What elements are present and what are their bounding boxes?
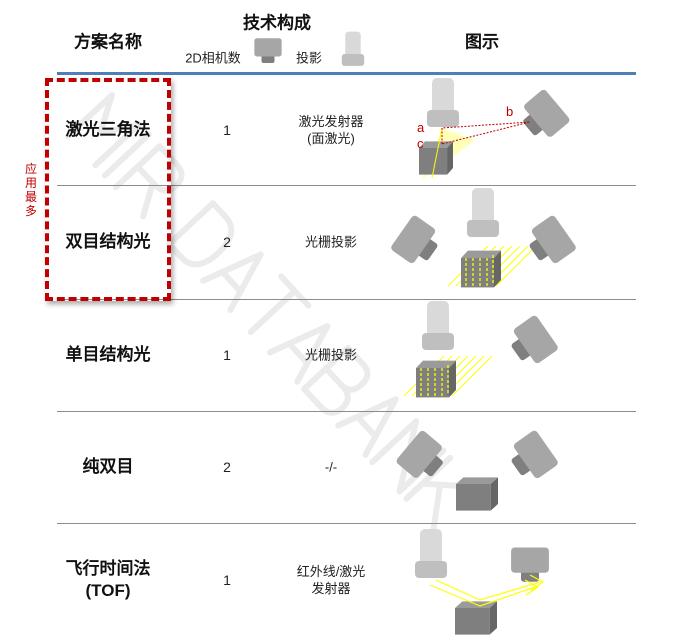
projector-icon: [427, 78, 459, 127]
label-b: b: [506, 104, 513, 119]
watermark-glyph: [301, 345, 371, 416]
camera-icon: [511, 547, 549, 582]
camera-icon-header: [254, 38, 282, 63]
watermark-glyph: [101, 131, 152, 179]
row-camera-count: 2: [223, 234, 231, 250]
camera-icon: [522, 214, 578, 271]
most-used-annotation: 应用最多: [24, 162, 37, 218]
row-name: 纯双目: [82, 457, 134, 476]
row-divider: [57, 299, 636, 300]
watermark-glyph: [335, 396, 399, 458]
row-projection: 激光发射器 (面激光): [298, 114, 364, 146]
diagram-monocular-structured-light: [403, 301, 560, 398]
watermark-glyph: [65, 92, 143, 169]
watermark-glyph: [247, 273, 312, 335]
row-camera-count: 2: [223, 459, 231, 475]
watermark-glyph: [266, 323, 331, 385]
row-projection: -/-: [324, 459, 338, 475]
camera-icon: [389, 214, 445, 271]
watermark-glyph: [200, 251, 264, 313]
row-divider: [57, 185, 636, 186]
row-camera-count: 1: [223, 122, 231, 138]
row-projection: 光栅投影: [304, 347, 358, 363]
header-scheme-name: 方案名称: [74, 32, 142, 52]
row-name: 飞行时间法 (TOF): [65, 559, 151, 600]
camera-icon: [504, 429, 560, 486]
label-a: a: [417, 120, 425, 135]
projector-icon: [467, 188, 499, 237]
row-name: 双目结构光: [65, 232, 151, 251]
projector-icon: [422, 301, 454, 350]
watermark-glyph: [166, 200, 235, 268]
diagram-tof: [415, 529, 549, 635]
header-tech: 技术构成: [243, 13, 311, 33]
row-name: 激光三角法: [65, 120, 151, 139]
header-diagram: 图示: [465, 32, 499, 52]
projector-icon: [415, 529, 447, 578]
row-camera-count: 1: [223, 572, 231, 588]
camera-icon: [514, 88, 571, 145]
projector-icon-header: [341, 31, 365, 66]
diagram-laser-triangulation: a b c: [417, 78, 571, 180]
row-name: 单目结构光: [65, 345, 151, 364]
header-projection: 投影: [295, 50, 323, 66]
header-rule: [57, 72, 636, 75]
row-projection: 红外线/激光 发射器: [296, 564, 366, 596]
diagram-pure-binocular: [395, 429, 560, 511]
row-projection: 光栅投影: [304, 234, 358, 250]
watermark: [65, 92, 481, 531]
header-camera-count: 2D相机数: [185, 50, 241, 66]
row-camera-count: 1: [223, 347, 231, 363]
camera-icon: [504, 314, 560, 371]
diagram-binocular-structured-light: [389, 188, 578, 288]
row-divider: [57, 523, 636, 524]
label-c: c: [417, 136, 424, 151]
row-divider: [57, 411, 636, 412]
highlight-box: [45, 78, 171, 301]
